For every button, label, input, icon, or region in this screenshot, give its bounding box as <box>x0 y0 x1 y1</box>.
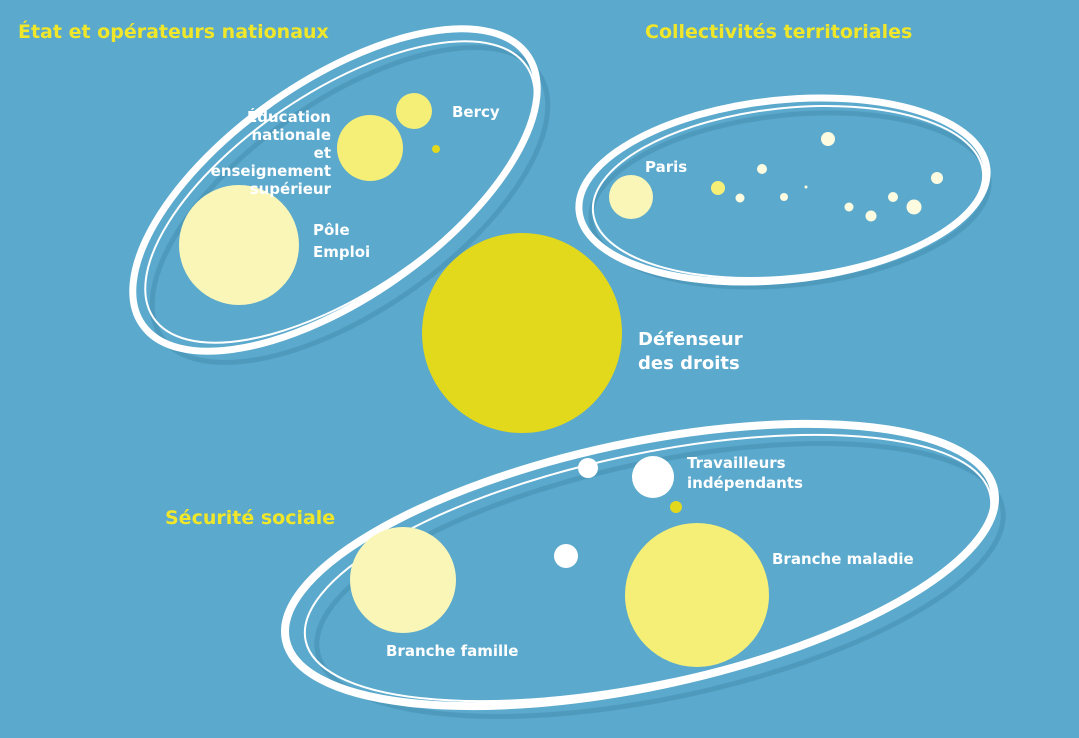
bubble-pole-emploi <box>179 185 299 305</box>
bubble-securite <box>554 544 578 568</box>
label-paris: Paris <box>645 158 688 176</box>
bubble-collectivite <box>931 172 943 184</box>
group-title-collectivites: Collectivités territoriales <box>645 21 913 43</box>
bubble-travailleurs-independants <box>632 456 674 498</box>
bubble-collectivite <box>804 185 808 189</box>
securite-ring-inner <box>303 433 993 703</box>
label-education: Éducation nationale et enseignement supé… <box>210 108 331 198</box>
bubble-collectivite <box>780 193 788 201</box>
bubble-collectivite <box>865 210 877 222</box>
bubble-small-etat <box>432 145 440 153</box>
bubble-education <box>337 115 403 181</box>
bubble-securite <box>578 458 598 478</box>
label-pole-emploi: Pôle Emploi <box>313 221 371 261</box>
label-branche-famille: Branche famille <box>386 642 519 660</box>
group-title-securite: Sécurité sociale <box>165 507 336 529</box>
etat-ring-inner <box>144 40 536 344</box>
bubble-defenseur-des-droits <box>422 233 622 433</box>
bubble-branche-famille <box>350 527 456 633</box>
bubble-collectivite <box>821 132 835 146</box>
bubble-bercy <box>396 93 432 129</box>
bubble-paris <box>609 175 653 219</box>
label-bercy: Bercy <box>452 103 500 121</box>
collectivites-ring <box>575 94 991 286</box>
bubble-branche-maladie <box>625 523 769 667</box>
label-branche-maladie: Branche maladie <box>772 550 914 568</box>
group-title-etat: État et opérateurs nationaux <box>18 21 329 43</box>
bubble-collectivite <box>888 192 898 202</box>
collectivites-ring-inner <box>591 104 985 280</box>
etat-ring <box>129 25 541 355</box>
bubble-collectivite <box>844 202 854 212</box>
securite-ring-shadow <box>314 441 1006 719</box>
bubble-collectivite <box>906 199 922 215</box>
bubble-securite-small <box>670 501 682 513</box>
bubble-collectivite <box>711 181 725 195</box>
bubble-collectivite <box>735 193 745 203</box>
label-defenseur-des-droits: Défenseur des droits <box>638 329 743 374</box>
label-travailleurs-independants: Travailleurs indépendants <box>687 454 803 492</box>
securite-ring <box>281 419 999 711</box>
bubble-collectivite <box>757 164 767 174</box>
